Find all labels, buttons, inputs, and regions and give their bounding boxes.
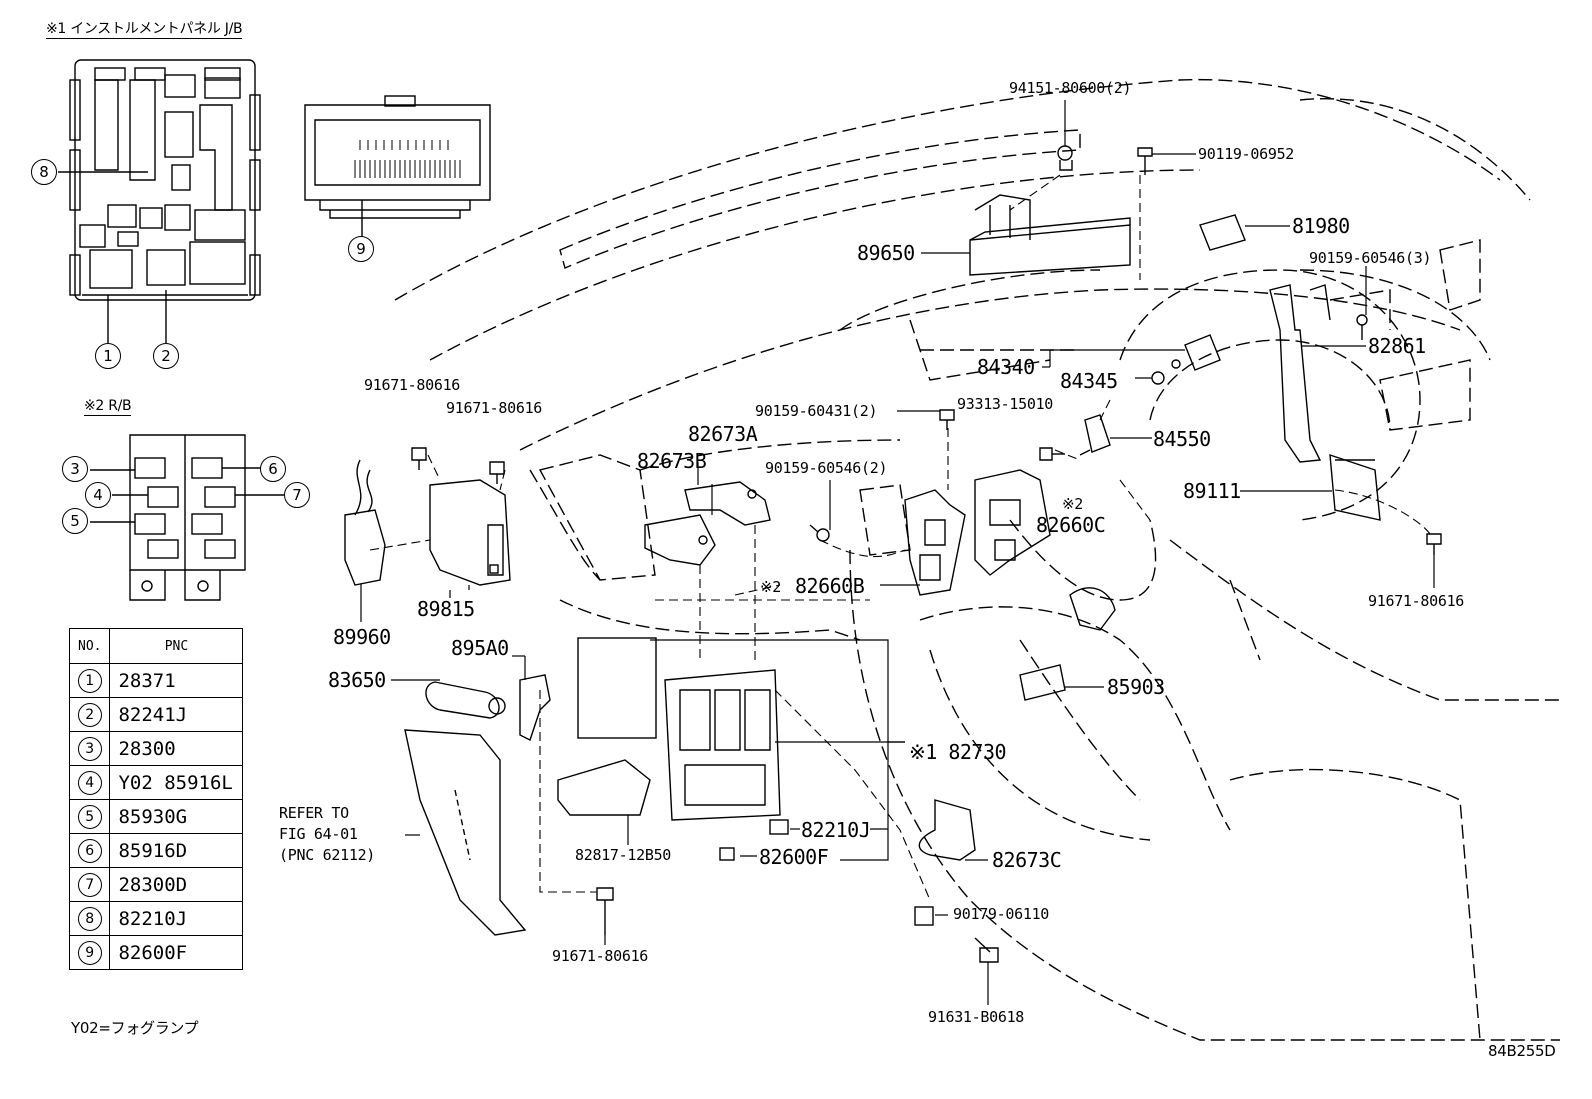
row-pnc: Y02 85916L <box>109 765 244 800</box>
part-85903[interactable]: 85903 <box>1107 675 1165 699</box>
cluster-module-drawing <box>304 95 491 238</box>
row-pnc: 85930G <box>109 799 244 834</box>
part-82210J[interactable]: 82210J <box>801 818 871 842</box>
header-no: NO. <box>68 628 111 664</box>
part-90119-06952[interactable]: 90119-06952 <box>1198 145 1295 163</box>
row-pnc: 82210J <box>109 901 244 936</box>
row-pnc: 82600F <box>109 935 244 970</box>
row-pnc: 85916D <box>109 833 244 868</box>
row-pnc: 28300 <box>109 731 244 766</box>
part-93313-15010[interactable]: 93313-15010 <box>957 395 1054 413</box>
part-82673C[interactable]: 82673C <box>992 848 1062 872</box>
row-pnc: 28300D <box>109 867 244 902</box>
row-no: 6 <box>77 839 102 863</box>
part-91631-B0618[interactable]: 91631-B0618 <box>928 1008 1025 1026</box>
part-90179-06110[interactable]: 90179-06110 <box>953 905 1050 923</box>
pnc-table-header: NO. PNC <box>68 628 244 664</box>
part-90159-60431-2[interactable]: 90159-60431(2) <box>755 402 878 420</box>
pnc-table: NO. PNC 1 28371 2 82241J 3 28300 4 Y02 85916… <box>68 628 244 970</box>
part-84345[interactable]: 84345 <box>1060 369 1118 393</box>
callout-8: 8 <box>31 159 57 185</box>
part-82600F[interactable]: 82600F <box>759 845 829 869</box>
part-82673A[interactable]: 82673A <box>688 422 758 446</box>
row-no: 3 <box>77 737 102 761</box>
rb-inset-title: ※2 R/B <box>84 398 132 416</box>
table-row: 2 82241J <box>68 697 244 732</box>
row-no: 2 <box>77 703 102 727</box>
part-89111[interactable]: 89111 <box>1183 479 1241 503</box>
header-pnc: PNC <box>109 628 244 664</box>
table-row: 7 28300D <box>68 867 244 902</box>
part-82861[interactable]: 82861 <box>1368 334 1426 358</box>
row-no: 8 <box>77 907 102 931</box>
row-no: 9 <box>77 941 102 965</box>
part-91671-80616-right[interactable]: 91671-80616 <box>1368 592 1465 610</box>
table-row: 1 28371 <box>68 663 244 698</box>
rb-inset-drawing <box>90 434 285 601</box>
jb-inset-title: ※1 インストルメントパネル J/B <box>46 21 243 39</box>
callout-3: 3 <box>62 456 88 482</box>
row-no: 5 <box>77 805 102 829</box>
callout-2: 2 <box>153 343 179 369</box>
refer-note-line2: FIG 64-01 <box>279 825 358 843</box>
row-pnc: 82241J <box>109 697 244 732</box>
part-82730[interactable]: ※1 82730 <box>909 740 1007 764</box>
callout-1: 1 <box>95 343 121 369</box>
part-89815[interactable]: 89815 <box>417 597 475 621</box>
part-83650[interactable]: 83650 <box>328 668 386 692</box>
footnote: Y02=フォグランプ <box>71 1019 199 1037</box>
diagram-code: 84B255D <box>1488 1042 1556 1060</box>
table-row: 6 85916D <box>68 833 244 868</box>
part-84550[interactable]: 84550 <box>1153 427 1211 451</box>
callout-5: 5 <box>62 508 88 534</box>
callout-4: 4 <box>85 482 111 508</box>
part-89650[interactable]: 89650 <box>857 241 915 265</box>
table-row: 5 85930G <box>68 799 244 834</box>
table-row: 4 Y02 85916L <box>68 765 244 800</box>
refer-note-line3: (PNC 62112) <box>279 846 376 864</box>
row-no: 1 <box>77 669 102 693</box>
part-82673B[interactable]: 82673B <box>637 449 707 473</box>
part-82660C[interactable]: 82660C <box>1036 513 1106 537</box>
table-row: 8 82210J <box>68 901 244 936</box>
ref-mark-2a: ※2 <box>1062 495 1083 513</box>
part-895A0[interactable]: 895A0 <box>451 636 509 660</box>
refer-note-line1: REFER TO <box>279 804 349 822</box>
part-84340[interactable]: 84340 <box>977 355 1035 379</box>
part-89960[interactable]: 89960 <box>333 625 391 649</box>
instrument-panel-outline <box>394 78 1560 1041</box>
jb-inset-drawing <box>58 59 261 343</box>
table-row: 3 28300 <box>68 731 244 766</box>
callout-7: 7 <box>284 482 310 508</box>
part-94151-80600[interactable]: 94151-80600(2) <box>1009 79 1132 97</box>
callout-6: 6 <box>260 456 286 482</box>
part-82817-12B50[interactable]: 82817-12B50 <box>575 846 672 864</box>
component-parts <box>344 145 1442 963</box>
table-row: 9 82600F <box>68 935 244 970</box>
leader-lines <box>360 100 1435 1005</box>
row-no: 7 <box>77 873 102 897</box>
part-82660B[interactable]: 82660B <box>795 574 865 598</box>
part-90159-60546-2[interactable]: 90159-60546(2) <box>765 459 888 477</box>
part-81980[interactable]: 81980 <box>1292 214 1350 238</box>
callout-9: 9 <box>348 236 374 262</box>
row-pnc: 28371 <box>109 663 244 698</box>
row-no: 4 <box>77 771 102 795</box>
part-91671-80616-b[interactable]: 91671-80616 <box>446 399 543 417</box>
part-91671-80616-bottom[interactable]: 91671-80616 <box>552 947 649 965</box>
part-90159-60546-3[interactable]: 90159-60546(3) <box>1309 249 1432 267</box>
part-91671-80616-a[interactable]: 91671-80616 <box>364 376 461 394</box>
ref-mark-2b: ※2 <box>760 578 781 596</box>
dashed-connectors <box>369 174 1431 901</box>
